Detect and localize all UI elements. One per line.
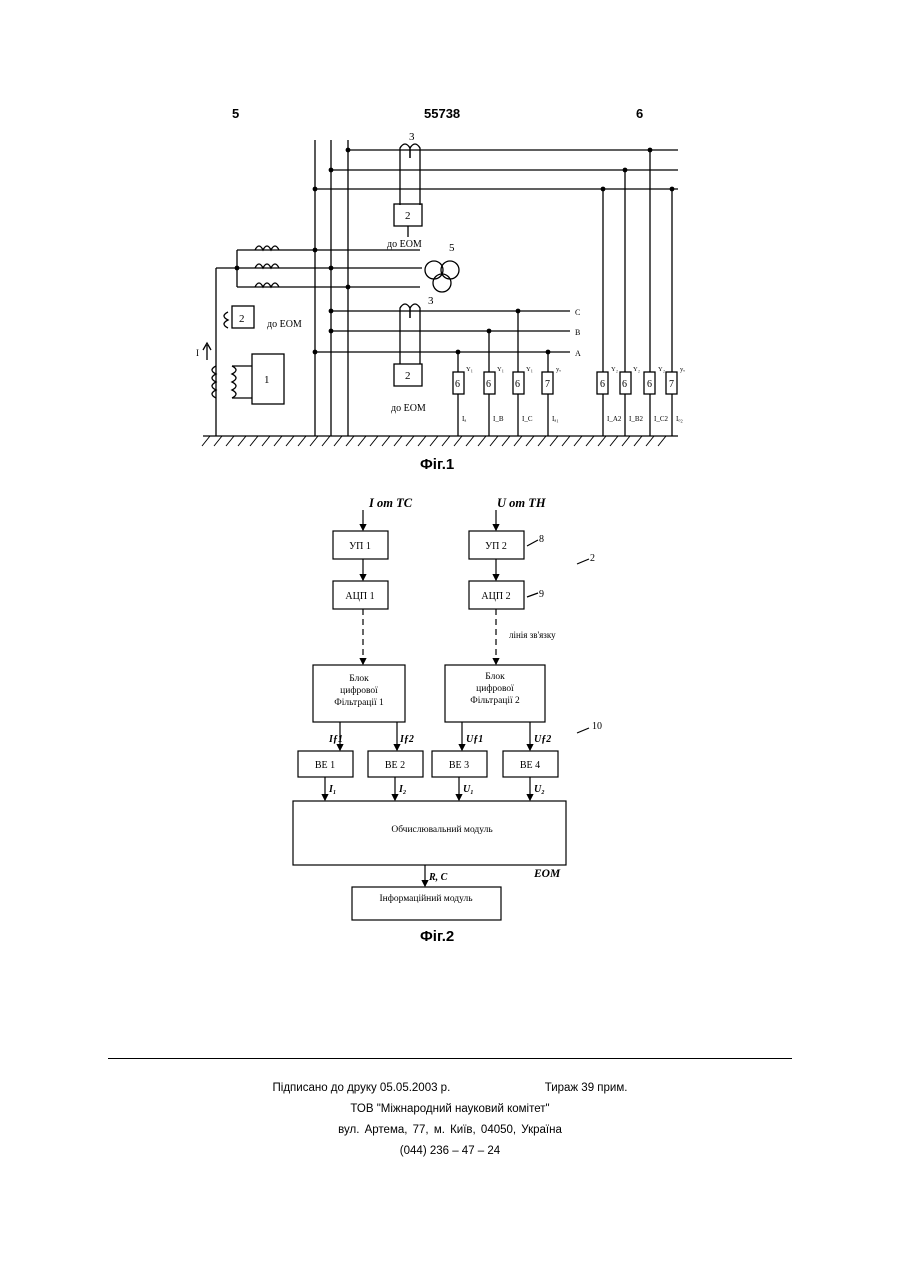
- signal-i2: I₂: [398, 784, 406, 795]
- computing-module-label: Обчислювальний модуль: [391, 824, 493, 835]
- signal-uf2: Uƒ2: [534, 734, 551, 745]
- signal-if2: Iƒ2: [399, 734, 414, 745]
- ref-10: 10: [592, 721, 602, 732]
- signal-if1: Iƒ1: [328, 734, 343, 745]
- publisher-org: ТОВ "Міжнародний науковий комітет": [0, 1103, 900, 1115]
- adc1-label: АЦП 1: [345, 591, 374, 602]
- filter2-line-1: Блок: [485, 672, 505, 682]
- filter1-line-2: цифрової: [340, 685, 378, 696]
- adc2-label: АЦП 2: [481, 591, 510, 602]
- up1-label: УП 1: [349, 541, 371, 552]
- signal-u2: U₂: [534, 784, 545, 795]
- comm-line-label: лінія зв'язку: [509, 630, 556, 640]
- ref-9: 9: [539, 589, 544, 600]
- filter2-line-2: цифрової: [476, 683, 514, 694]
- footer-divider: [108, 1058, 792, 1059]
- signal-u1: U₁: [463, 784, 474, 795]
- signal-rc: R, C: [428, 872, 448, 883]
- signal-uf1: Uƒ1: [466, 734, 483, 745]
- be3-label: ВЕ 3: [449, 760, 469, 771]
- info-module-label: Інформаційний модуль: [379, 893, 473, 904]
- leader-9: [527, 593, 538, 597]
- up2-label: УП 2: [485, 541, 507, 552]
- filter1-line-3: Фільтрації 1: [334, 698, 384, 708]
- leader-10: [577, 728, 589, 733]
- publisher-address: вул. Артема, 77, м. Київ, 04050, Україна: [0, 1124, 900, 1136]
- signal-i1: I₁: [328, 784, 336, 795]
- leader-2: [577, 559, 589, 564]
- be1-label: ВЕ 1: [315, 760, 335, 771]
- leader-8: [527, 540, 538, 546]
- ref-8: 8: [539, 534, 544, 545]
- publisher-phone: (044) 236 – 47 – 24: [0, 1145, 900, 1157]
- figure-2-caption: Фіг.2: [420, 928, 454, 945]
- filter2-line-3: Фільтрації 2: [470, 696, 520, 706]
- be4-label: ВЕ 4: [520, 760, 540, 771]
- filter1-line-1: Блок: [349, 674, 369, 684]
- print-run: Тираж 39 прим.: [545, 1082, 628, 1094]
- ref-2: 2: [590, 553, 595, 564]
- figure-2-block-diagram: I от ТС U от ТН УП 1 УП 2 АЦП 1 АЦП 2 8 …: [0, 0, 900, 940]
- footer-line-1: Підписано до друку 05.05.2003 р. Тираж 3…: [0, 1082, 900, 1094]
- input-u-label: U от ТН: [497, 496, 547, 510]
- input-i-label: I от ТС: [368, 496, 413, 510]
- signed-for-print: Підписано до друку 05.05.2003 р.: [273, 1082, 451, 1094]
- computer-label: ЕОМ: [533, 868, 561, 880]
- be2-label: ВЕ 2: [385, 760, 405, 771]
